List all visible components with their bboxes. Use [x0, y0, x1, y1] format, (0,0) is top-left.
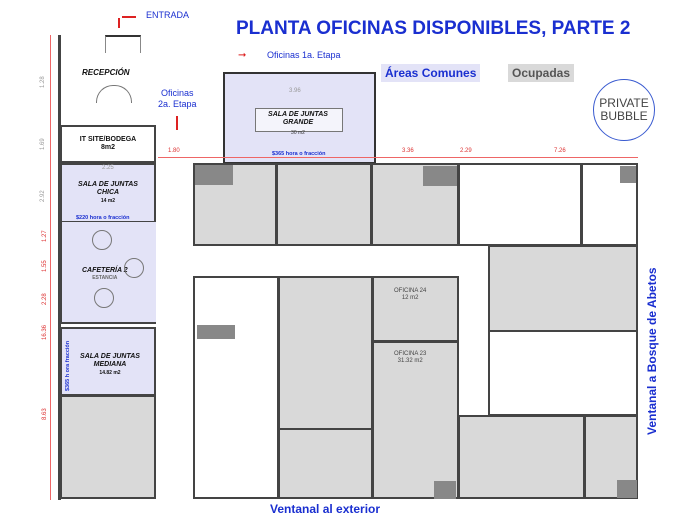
oficina-18[interactable]: [458, 163, 582, 246]
entrada-arrow-icon: [122, 16, 136, 18]
oficina-16[interactable]: [488, 330, 638, 416]
reception-desk-icon: [96, 85, 132, 103]
conference-table-icon: [255, 108, 343, 132]
left-wall: [58, 35, 61, 500]
it-site-area: 8m2: [100, 144, 115, 152]
dim-top-2: 2.29: [460, 148, 472, 154]
column: [195, 165, 233, 185]
oficina-23-area: 31.32 m2: [397, 358, 423, 365]
it-site-name: IT SITE/BODEGA: [79, 136, 137, 143]
dimension-line: [158, 157, 638, 158]
column: [197, 325, 235, 339]
sala-grande-area: 30 m2: [291, 130, 305, 136]
sala-chica-area: 14 m2: [100, 197, 116, 204]
table-icon: [92, 230, 112, 250]
dim-left-1: 1.69: [40, 138, 46, 150]
cafeteria-name: CAFETERÍA 2: [82, 267, 128, 274]
oficinas-2a-arrow-icon: [176, 116, 178, 130]
column: [617, 480, 637, 498]
oficinas-1a-arrow-icon: ➞: [238, 50, 247, 61]
sala-grande-name2: GRANDE: [282, 119, 314, 127]
legend-occupied: Ocupadas: [508, 64, 575, 82]
left-dimension-line: [50, 35, 51, 500]
table-icon: [94, 288, 114, 308]
sala-mediana-area: 14.82 m2: [99, 369, 121, 376]
dim-left-2: 2.92: [40, 190, 46, 202]
oficina-26[interactable]: [278, 428, 373, 499]
oficina-24-name: OFICINA 24: [394, 288, 427, 294]
oficina-25[interactable]: [278, 276, 373, 431]
logo-line2: BUBBLE: [600, 109, 648, 123]
oficina-20[interactable]: [60, 395, 156, 499]
dim-left-7: 8.63: [42, 408, 48, 420]
page-title: PLANTA OFICINAS DISPONIBLES, PARTE 2: [236, 18, 631, 39]
dim-left-0: 1.28: [40, 76, 46, 88]
reception-label: RECEPCIÓN: [82, 68, 130, 77]
sala-chica-name1: SALA DE JUNTAS: [78, 181, 138, 188]
cafeteria-sub: ESTANCIA: [92, 275, 118, 282]
oficina-08[interactable]: [584, 415, 638, 499]
legend-common-areas: Áreas Comunes: [381, 64, 481, 82]
ventanal-bosque-label: Ventanal a Bosque de Abetos: [645, 267, 659, 435]
column: [423, 166, 457, 186]
sala-grande-name1: SALA DE JUNTAS: [268, 111, 328, 118]
sala-chica-name2: CHICA: [96, 189, 120, 197]
dim-left-3: 1.27: [42, 230, 48, 242]
entrada-arrow-head-icon: [118, 18, 120, 28]
dim-left-4: 1.55: [42, 260, 48, 272]
oficina-07[interactable]: [458, 415, 585, 499]
sala-mediana-name1: SALA DE JUNTAS: [80, 353, 140, 360]
dim-top-0: 1.80: [168, 148, 180, 154]
dim-top-1: 3.36: [402, 148, 414, 154]
oficina-22[interactable]: [276, 163, 372, 246]
oficina-24-area: 12 m2: [401, 295, 419, 302]
entrada-label: ENTRADA: [146, 10, 190, 20]
sala-mediana-price: $365 h ora fracción: [65, 340, 71, 391]
oficinas-1a-label: Oficinas 1a. Etapa: [267, 50, 341, 60]
oficinas-2a-line2: 2a. Etapa: [158, 99, 197, 110]
oficina-15[interactable]: [488, 245, 638, 332]
column: [620, 166, 636, 183]
sala-chica-width-dim: 2.25: [102, 165, 114, 171]
sala-mediana-name2: MEDIANA: [93, 361, 127, 369]
oficina-27[interactable]: [193, 276, 279, 499]
oficina-23-name: OFICINA 23: [394, 351, 427, 357]
table-icon: [124, 258, 144, 278]
dim-top-3: 7.26: [554, 148, 566, 154]
dim-left-6: 16.36: [42, 324, 48, 340]
sala-grande-price: $365 hora o fracción: [272, 151, 326, 157]
sala-grande-width-dim: 3.96: [289, 88, 301, 94]
logo-line1: PRIVATE: [599, 96, 649, 110]
column: [434, 481, 456, 499]
ventanal-exterior-label: Ventanal al exterior: [270, 502, 381, 516]
entrance-door-icon: [105, 35, 141, 53]
dim-left-5: 2.28: [42, 293, 48, 305]
sala-chica-price: $220 hora o fracción: [76, 215, 130, 221]
oficinas-2a-line1: Oficinas: [161, 88, 194, 98]
